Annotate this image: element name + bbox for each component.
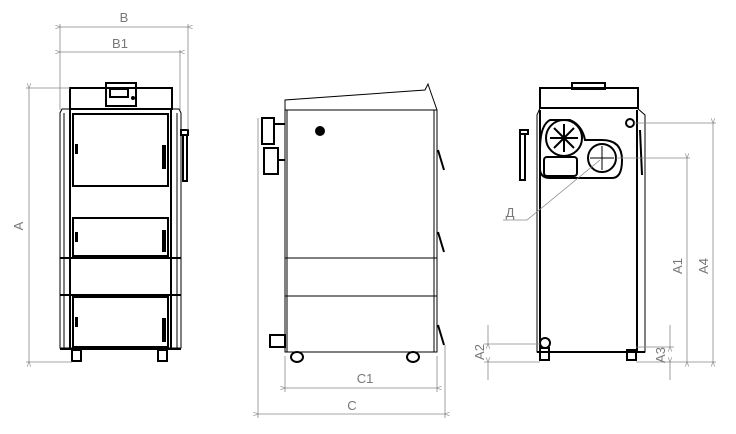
side-handle <box>182 134 188 182</box>
dim-label-c: C <box>347 398 356 413</box>
dim-label-a: A <box>11 221 26 230</box>
flue-outlet <box>587 143 617 173</box>
dim-label-b: B <box>120 10 129 25</box>
dim-label-b1: B1 <box>112 36 128 51</box>
dim-label-a3: A3 <box>653 347 668 363</box>
upper-door <box>72 113 169 187</box>
side-view: C1 C <box>258 82 445 418</box>
dim-label-flue-diameter: Д <box>506 205 515 220</box>
front-view: B B1 A <box>11 10 188 362</box>
back-panel-outline <box>539 119 624 179</box>
lower-door <box>72 296 169 348</box>
dim-label-a1: A1 <box>670 258 685 274</box>
control-panel <box>105 82 137 107</box>
dim-label-a2: A2 <box>472 344 487 360</box>
dim-label-a4: A4 <box>696 258 711 274</box>
middle-door <box>72 217 169 257</box>
dim-label-c1: C1 <box>357 371 374 386</box>
back-view: Д A1 A4 A2 A3 <box>472 82 716 380</box>
fan-icon <box>545 119 583 157</box>
